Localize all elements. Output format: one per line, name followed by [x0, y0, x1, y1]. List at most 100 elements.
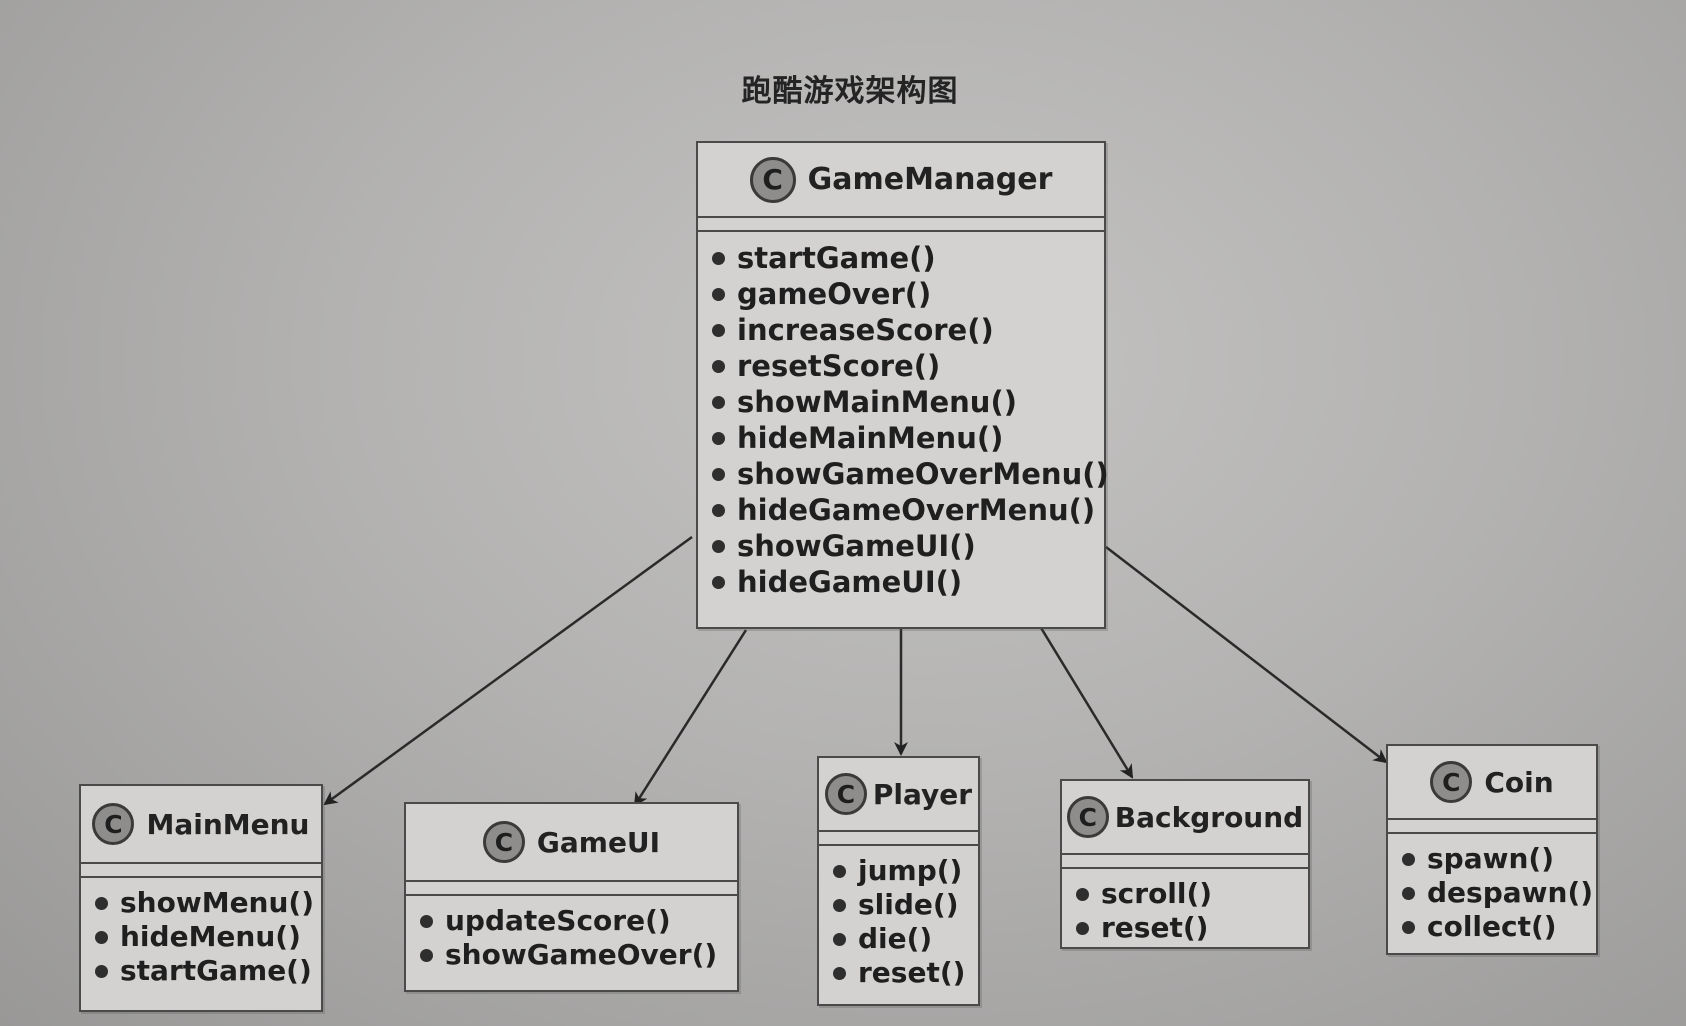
arrow-to-mainmenu — [323, 535, 693, 806]
class-header: C MainMenu — [81, 786, 321, 864]
class-gamemanager: C GameManager startGame() gameOver() inc… — [696, 141, 1109, 629]
method-bullet-icon — [95, 964, 108, 978]
method-label: resetScore() — [737, 349, 941, 383]
method-item: reset() — [833, 956, 978, 990]
arrow-to-gameui — [633, 629, 748, 807]
class-name: GameUI — [536, 825, 661, 859]
method-item: resetScore() — [712, 348, 1104, 384]
method-label: spawn() — [1427, 842, 1554, 875]
diagram-title: 跑酷游戏架构图 — [741, 74, 959, 109]
class-methods: jump() slide() die() reset() — [819, 846, 978, 996]
method-item: showGameOverMenu() — [712, 456, 1109, 492]
method-label: showGameUI() — [737, 529, 976, 563]
method-bullet-icon — [712, 323, 725, 337]
method-label: updateScore() — [445, 904, 671, 937]
method-label: scroll() — [1101, 877, 1213, 910]
method-bullet-icon — [712, 251, 725, 265]
method-label: collect() — [1427, 910, 1557, 943]
class-header: C GameManager — [698, 143, 1104, 218]
method-item: startGame() — [712, 240, 1104, 276]
method-bullet-icon — [712, 575, 725, 589]
method-bullet-icon — [712, 395, 725, 409]
method-label: reset() — [1101, 911, 1209, 944]
method-item: showMainMenu() — [712, 384, 1104, 420]
method-bullet-icon — [712, 539, 725, 553]
method-bullet-icon — [833, 864, 846, 878]
method-label: hideMainMenu() — [737, 421, 1004, 455]
method-item: startGame() — [95, 954, 321, 988]
method-item: die() — [833, 922, 978, 956]
class-methods: spawn() despawn() collect() — [1388, 834, 1596, 950]
method-label: startGame() — [737, 241, 936, 275]
method-bullet-icon — [712, 467, 725, 481]
method-item: reset() — [1076, 911, 1308, 945]
method-bullet-icon — [1076, 887, 1089, 901]
method-label: showGameOver() — [445, 938, 718, 971]
method-bullet-icon — [95, 896, 108, 910]
class-header: C Coin — [1388, 746, 1596, 820]
method-bullet-icon — [833, 898, 846, 912]
method-label: reset() — [858, 956, 966, 989]
method-label: jump() — [858, 854, 963, 887]
method-item: jump() — [833, 854, 978, 888]
class-header: C Background — [1062, 781, 1308, 855]
class-methods: updateScore() showGameOver() — [406, 896, 737, 978]
method-label: increaseScore() — [737, 313, 994, 347]
method-label: hideGameUI() — [737, 565, 963, 599]
class-c-icon: C — [749, 156, 796, 203]
method-bullet-icon — [712, 503, 725, 517]
method-label: despawn() — [1427, 876, 1594, 909]
class-c-icon: C — [824, 773, 867, 815]
method-bullet-icon — [1076, 921, 1089, 935]
class-coin: C Coin spawn() despawn() collect() — [1386, 744, 1598, 955]
method-bullet-icon — [712, 359, 725, 373]
class-attributes-section — [1388, 820, 1596, 834]
class-mainmenu: C MainMenu showMenu() hideMenu() startGa… — [79, 784, 323, 1012]
method-bullet-icon — [95, 930, 108, 944]
class-attributes-section — [1062, 855, 1308, 869]
method-label: slide() — [858, 888, 959, 921]
method-bullet-icon — [833, 932, 846, 946]
class-methods: startGame() gameOver() increaseScore() r… — [698, 232, 1109, 606]
method-bullet-icon — [1402, 886, 1415, 900]
method-bullet-icon — [833, 966, 846, 980]
class-header: C GameUI — [406, 804, 737, 882]
class-attributes-section — [819, 832, 978, 846]
class-name: Coin — [1484, 765, 1554, 799]
method-bullet-icon — [712, 287, 725, 301]
class-c-icon: C — [1066, 796, 1109, 838]
method-label: die() — [858, 922, 933, 955]
method-item: showGameUI() — [712, 528, 1104, 564]
class-player: C Player jump() slide() die() reset() — [817, 756, 980, 1006]
class-name: MainMenu — [146, 807, 310, 841]
method-item: updateScore() — [420, 904, 737, 938]
method-bullet-icon — [1402, 852, 1415, 866]
class-name: GameManager — [807, 162, 1053, 197]
class-name: Player — [872, 777, 973, 811]
class-methods: scroll() reset() — [1062, 869, 1308, 951]
method-label: hideMenu() — [120, 920, 301, 953]
arrow-to-coin — [1105, 546, 1388, 764]
method-item: hideMenu() — [95, 920, 321, 954]
method-item: slide() — [833, 888, 978, 922]
method-label: showMainMenu() — [737, 385, 1017, 419]
method-item: showGameOver() — [420, 938, 737, 972]
method-item: gameOver() — [712, 276, 1104, 312]
method-label: showMenu() — [120, 886, 315, 919]
method-item: hideGameOverMenu() — [712, 492, 1104, 528]
method-label: hideGameOverMenu() — [737, 493, 1096, 527]
class-name: Background — [1114, 800, 1304, 834]
class-attributes-section — [406, 882, 737, 896]
class-methods: showMenu() hideMenu() startGame() — [81, 878, 321, 994]
method-label: showGameOverMenu() — [737, 457, 1109, 491]
method-item: scroll() — [1076, 877, 1308, 911]
arrow-to-background — [1033, 617, 1134, 779]
method-label: startGame() — [120, 954, 312, 987]
class-background: C Background scroll() reset() — [1060, 779, 1310, 949]
class-attributes-section — [698, 218, 1104, 232]
method-label: gameOver() — [737, 277, 932, 311]
method-item: hideGameUI() — [712, 564, 1104, 600]
method-bullet-icon — [420, 948, 433, 962]
class-gameui: C GameUI updateScore() showGameOver() — [404, 802, 739, 992]
method-bullet-icon — [1402, 920, 1415, 934]
